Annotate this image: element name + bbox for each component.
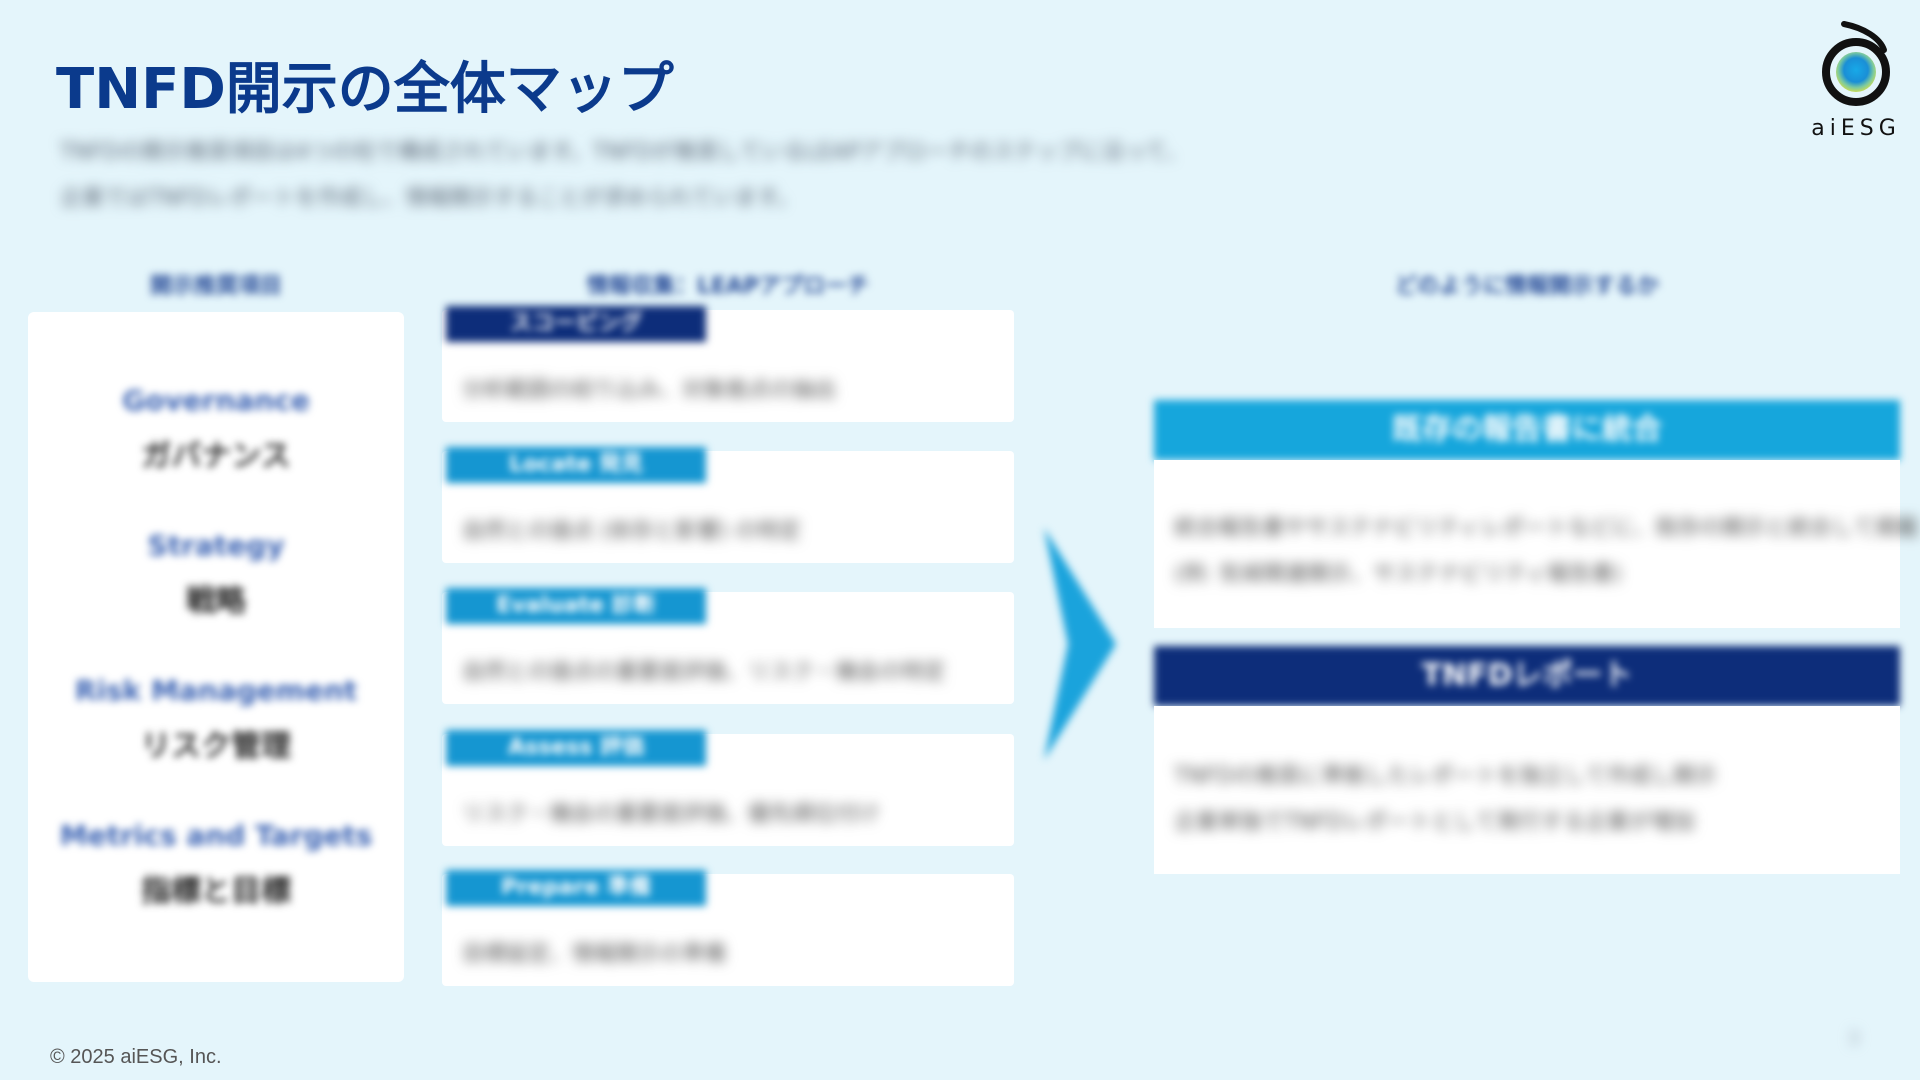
pillar-risk-management: Risk Management リスク管理 [28, 674, 404, 765]
leap-step-locate: Locate 発見 自然との接点 (依存と影響) の特定 [442, 447, 1014, 563]
output-heading-integrated: 既存の報告書に統合 [1154, 400, 1900, 460]
description-line: 企業ではTNFDレポートを作成し、情報開示することが求められています。 [60, 186, 799, 211]
step-description: 自然との接点 (依存と影響) の特定 [462, 519, 801, 544]
description-line: TNFDの開示推奨項目は4つの柱で構成されています。TNFDが推奨しているLEA… [60, 140, 1188, 165]
output-line: 統合報告書やサステナビリティレポートなどに、既存の開示と統合して掲載 [1174, 516, 1919, 541]
page-number: 3 [1848, 1028, 1860, 1049]
copyright-notice: © 2025 aiESG, Inc. [50, 1046, 222, 1068]
pillar-en-label: Risk Management [74, 674, 358, 707]
flow-arrow-icon [1044, 528, 1116, 760]
page-description: TNFDの開示推奨項目は4つの柱で構成されています。TNFDが推奨しているLEA… [60, 130, 1340, 222]
step-description: 自然との接点の重要度評価、リスク・機会の特定 [462, 660, 946, 685]
pillar-jp-label: リスク管理 [141, 729, 291, 764]
pillar-jp-label: 指標と目標 [141, 874, 291, 909]
leap-step-prepare: Prepare 準備 目標設定、情報開示の準備 [442, 870, 1014, 986]
page-title: TNFD開示の全体マップ [56, 57, 674, 122]
output-line: TNFDの推奨に準拠したレポートを独立して作成し開示 [1174, 764, 1717, 789]
aiesg-logo-icon [1822, 21, 1890, 106]
pillar-jp-label: 戦略 [186, 584, 246, 619]
step-tag: Locate 発見 [446, 447, 706, 483]
pillar-jp-label: ガバナンス [141, 439, 291, 474]
step-description: 分析範囲の絞り込み、対象拠点の抽出 [462, 378, 837, 403]
pillar-metrics-targets: Metrics and Targets 指標と目標 [28, 819, 404, 910]
leap-step-assess: Assess 評価 リスク・機会の重要度評価、優先順位付け [442, 730, 1014, 846]
leap-step-scoping: スコーピング 分析範囲の絞り込み、対象拠点の抽出 [442, 306, 1014, 422]
column-header-disclosure: 開示推奨項目 [149, 274, 282, 299]
pillar-strategy: Strategy 戦略 [28, 529, 404, 620]
pillar-en-label: Metrics and Targets [59, 819, 373, 852]
output-heading-tnfd-report: TNFDレポート [1154, 646, 1900, 706]
output-body-integrated: 統合報告書やサステナビリティレポートなどに、既存の開示と統合して掲載 (例: 気… [1154, 460, 1919, 628]
pillars-panel: Governance ガバナンス Strategy 戦略 Risk Manage… [28, 312, 404, 982]
step-description: リスク・機会の重要度評価、優先順位付け [462, 802, 880, 827]
step-description: 目標設定、情報開示の準備 [462, 942, 727, 967]
pillar-en-label: Governance [122, 384, 310, 417]
step-tag: Prepare 準備 [446, 870, 706, 906]
pillar-governance: Governance ガバナンス [28, 384, 404, 475]
output-body-tnfd-report: TNFDの推奨に準拠したレポートを独立して作成し開示 企業単独でTNFDレポート… [1154, 706, 1900, 874]
step-tag: Assess 評価 [446, 730, 706, 766]
pillar-en-label: Strategy [147, 529, 285, 562]
leap-step-evaluate: Evaluate 診断 自然との接点の重要度評価、リスク・機会の特定 [442, 588, 1014, 704]
column-header-disclosure-method: どのように情報開示するか [1394, 274, 1659, 299]
step-tag: Evaluate 診断 [446, 588, 706, 624]
column-header-leap: 情報収集：LEAPアプローチ [586, 274, 870, 299]
brand-logo: aiESG [1810, 20, 1902, 144]
output-line: 企業単独でTNFDレポートとして発行する企業が増加 [1174, 810, 1695, 835]
step-tag: スコーピング [446, 306, 706, 342]
logo-text: aiESG [1811, 116, 1901, 141]
output-line: (例: 気候関連開示、サステナビリティ報告書) [1174, 562, 1622, 587]
